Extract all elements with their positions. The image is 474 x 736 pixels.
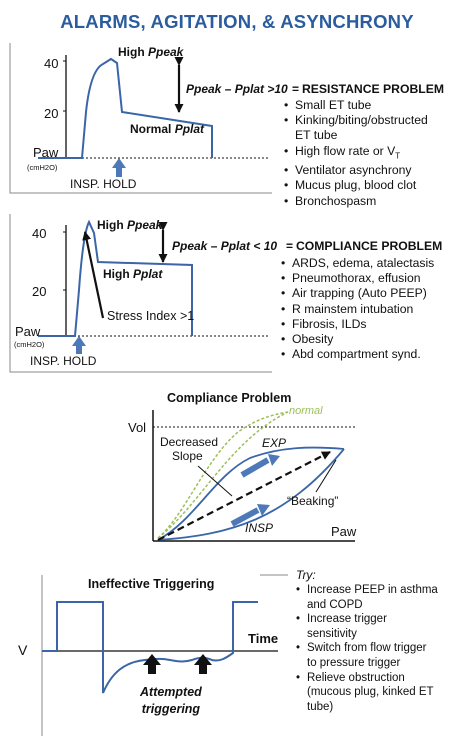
compliance-equals: =	[286, 239, 294, 253]
attempted-trigger-arrow-1	[143, 654, 161, 674]
compliance-pressure-waveform	[38, 219, 193, 337]
list-item: Increase PEEP in asthma	[296, 583, 438, 598]
list-item: Small ET tube	[284, 98, 428, 113]
beaking-pointer	[315, 459, 337, 493]
compliance-hold-arrow	[72, 336, 86, 354]
list-item: Obesity	[281, 332, 434, 347]
compliance-heading: COMPLIANCE PROBLEM	[296, 239, 443, 253]
stress-index-label: Stress Index >1	[107, 309, 195, 323]
try-tips-list: Increase PEEP in asthma and COPD Increas…	[296, 583, 438, 714]
list-item: Pneumothorax, effusion	[281, 271, 434, 286]
list-item: Switch from flow trigger	[296, 641, 438, 656]
attempted-triggering-label: Attempted triggering	[140, 685, 202, 716]
loop-insp-label: INSP	[245, 521, 274, 535]
time-label: Time	[248, 631, 279, 646]
resistance-pressure-waveform	[38, 57, 213, 159]
list-item-continued: sensitivity	[307, 627, 357, 640]
list-item-continued: and COPD	[307, 598, 363, 611]
resistance-formula: Ppeak – Pplat >10	[186, 82, 288, 96]
decreased-slope-pointer	[197, 465, 233, 497]
resistance-paw-unit: (cmH2O)	[27, 163, 58, 172]
resistance-hold-arrow	[112, 158, 126, 177]
exp-arrow-head	[268, 454, 280, 466]
resistance-equals: =	[292, 82, 300, 96]
list-item-continued: (mucous plug, kinked ET	[307, 686, 434, 699]
compliance-hold-label: INSP. HOLD	[30, 354, 97, 368]
loop-vol-label: Vol	[128, 420, 147, 435]
list-item: Mucus plug, blood clot	[284, 178, 428, 193]
resistance-paw-label: Paw	[33, 145, 59, 160]
list-item-continued: ET tube	[295, 128, 338, 143]
compliance-high-peak-label: High Ppeak	[97, 218, 163, 232]
decreased-loop-upper	[157, 446, 345, 541]
ineffective-title: Ineffective Triggering	[88, 577, 215, 591]
resistance-panel	[9, 43, 272, 194]
compliance-formula: Ppeak – Pplat < 10	[172, 239, 278, 253]
list-item: Kinking/biting/obstructed	[284, 113, 428, 128]
list-item-continued: to pressure trigger	[307, 656, 401, 669]
exp-direction-arrow	[240, 457, 270, 478]
list-item: Increase trigger	[296, 612, 438, 627]
compliance-high-plat-label: High Pplat	[103, 267, 163, 281]
resistance-tick-20-label: 20	[44, 106, 59, 121]
list-item: ARDS, edema, atalectasis	[281, 256, 434, 271]
resistance-panel-frame	[9, 43, 272, 194]
compliance-paw-label: Paw	[15, 324, 41, 339]
ineffective-panel	[41, 574, 288, 736]
loop-panel	[152, 410, 355, 542]
beaking-label: “Beaking”	[287, 494, 339, 508]
stress-index-arrow	[82, 231, 105, 319]
resistance-heading: RESISTANCE PROBLEM	[302, 82, 444, 96]
list-item-continued: tube)	[307, 700, 334, 713]
page-title: ALARMS, AGITATION, & ASYNCHRONY	[60, 11, 414, 32]
resistance-tick-40-label: 40	[44, 56, 59, 71]
compliance-cause-list: ARDS, edema, atalectasis Pneumothorax, e…	[281, 256, 434, 363]
list-item: Relieve obstruction	[296, 671, 438, 686]
flow-v-label: V	[18, 642, 28, 658]
list-item: Abd compartment synd.	[281, 347, 434, 362]
resistance-normal-plat-label: Normal Pplat	[130, 122, 205, 136]
loop-title: Compliance Problem	[167, 391, 292, 405]
insp-arrow-head	[257, 504, 270, 516]
compliance-paw-unit: (cmH2O)	[14, 340, 45, 349]
try-label: Try:	[296, 568, 316, 582]
list-item: R mainstem intubation	[281, 302, 434, 317]
compliance-panel	[9, 214, 272, 373]
resistance-hold-label: INSP. HOLD	[70, 177, 137, 191]
list-item: Fibrosis, ILDs	[281, 317, 434, 332]
compliance-panel-frame	[9, 214, 272, 373]
decreased-slope-label: Decreased Slope	[160, 435, 219, 463]
flow-waveform	[42, 601, 258, 694]
list-item: ET tube	[284, 128, 428, 143]
attempted-trigger-arrow-2	[194, 654, 212, 674]
normal-loop-curve-b	[157, 411, 289, 539]
list-item: High flow rate or VT	[284, 144, 428, 164]
loop-paw-label: Paw	[331, 524, 357, 539]
resistance-cause-list: Small ET tube Kinking/biting/obstructed …	[284, 98, 428, 209]
insp-direction-arrow	[230, 507, 260, 527]
decreased-loop-lower	[157, 448, 345, 541]
list-item: Bronchospasm	[284, 194, 428, 209]
compliance-tick-40-label: 40	[32, 226, 47, 241]
loop-normal-label: normal	[289, 405, 323, 417]
resistance-high-peak-label: High Ppeak	[118, 45, 184, 59]
normal-loop-curve-a	[157, 411, 289, 539]
list-item: Air trapping (Auto PEEP)	[281, 286, 434, 301]
loop-exp-label: EXP	[262, 436, 287, 450]
list-item: Ventilator asynchrony	[284, 163, 428, 178]
compliance-tick-20-label: 20	[32, 284, 47, 299]
